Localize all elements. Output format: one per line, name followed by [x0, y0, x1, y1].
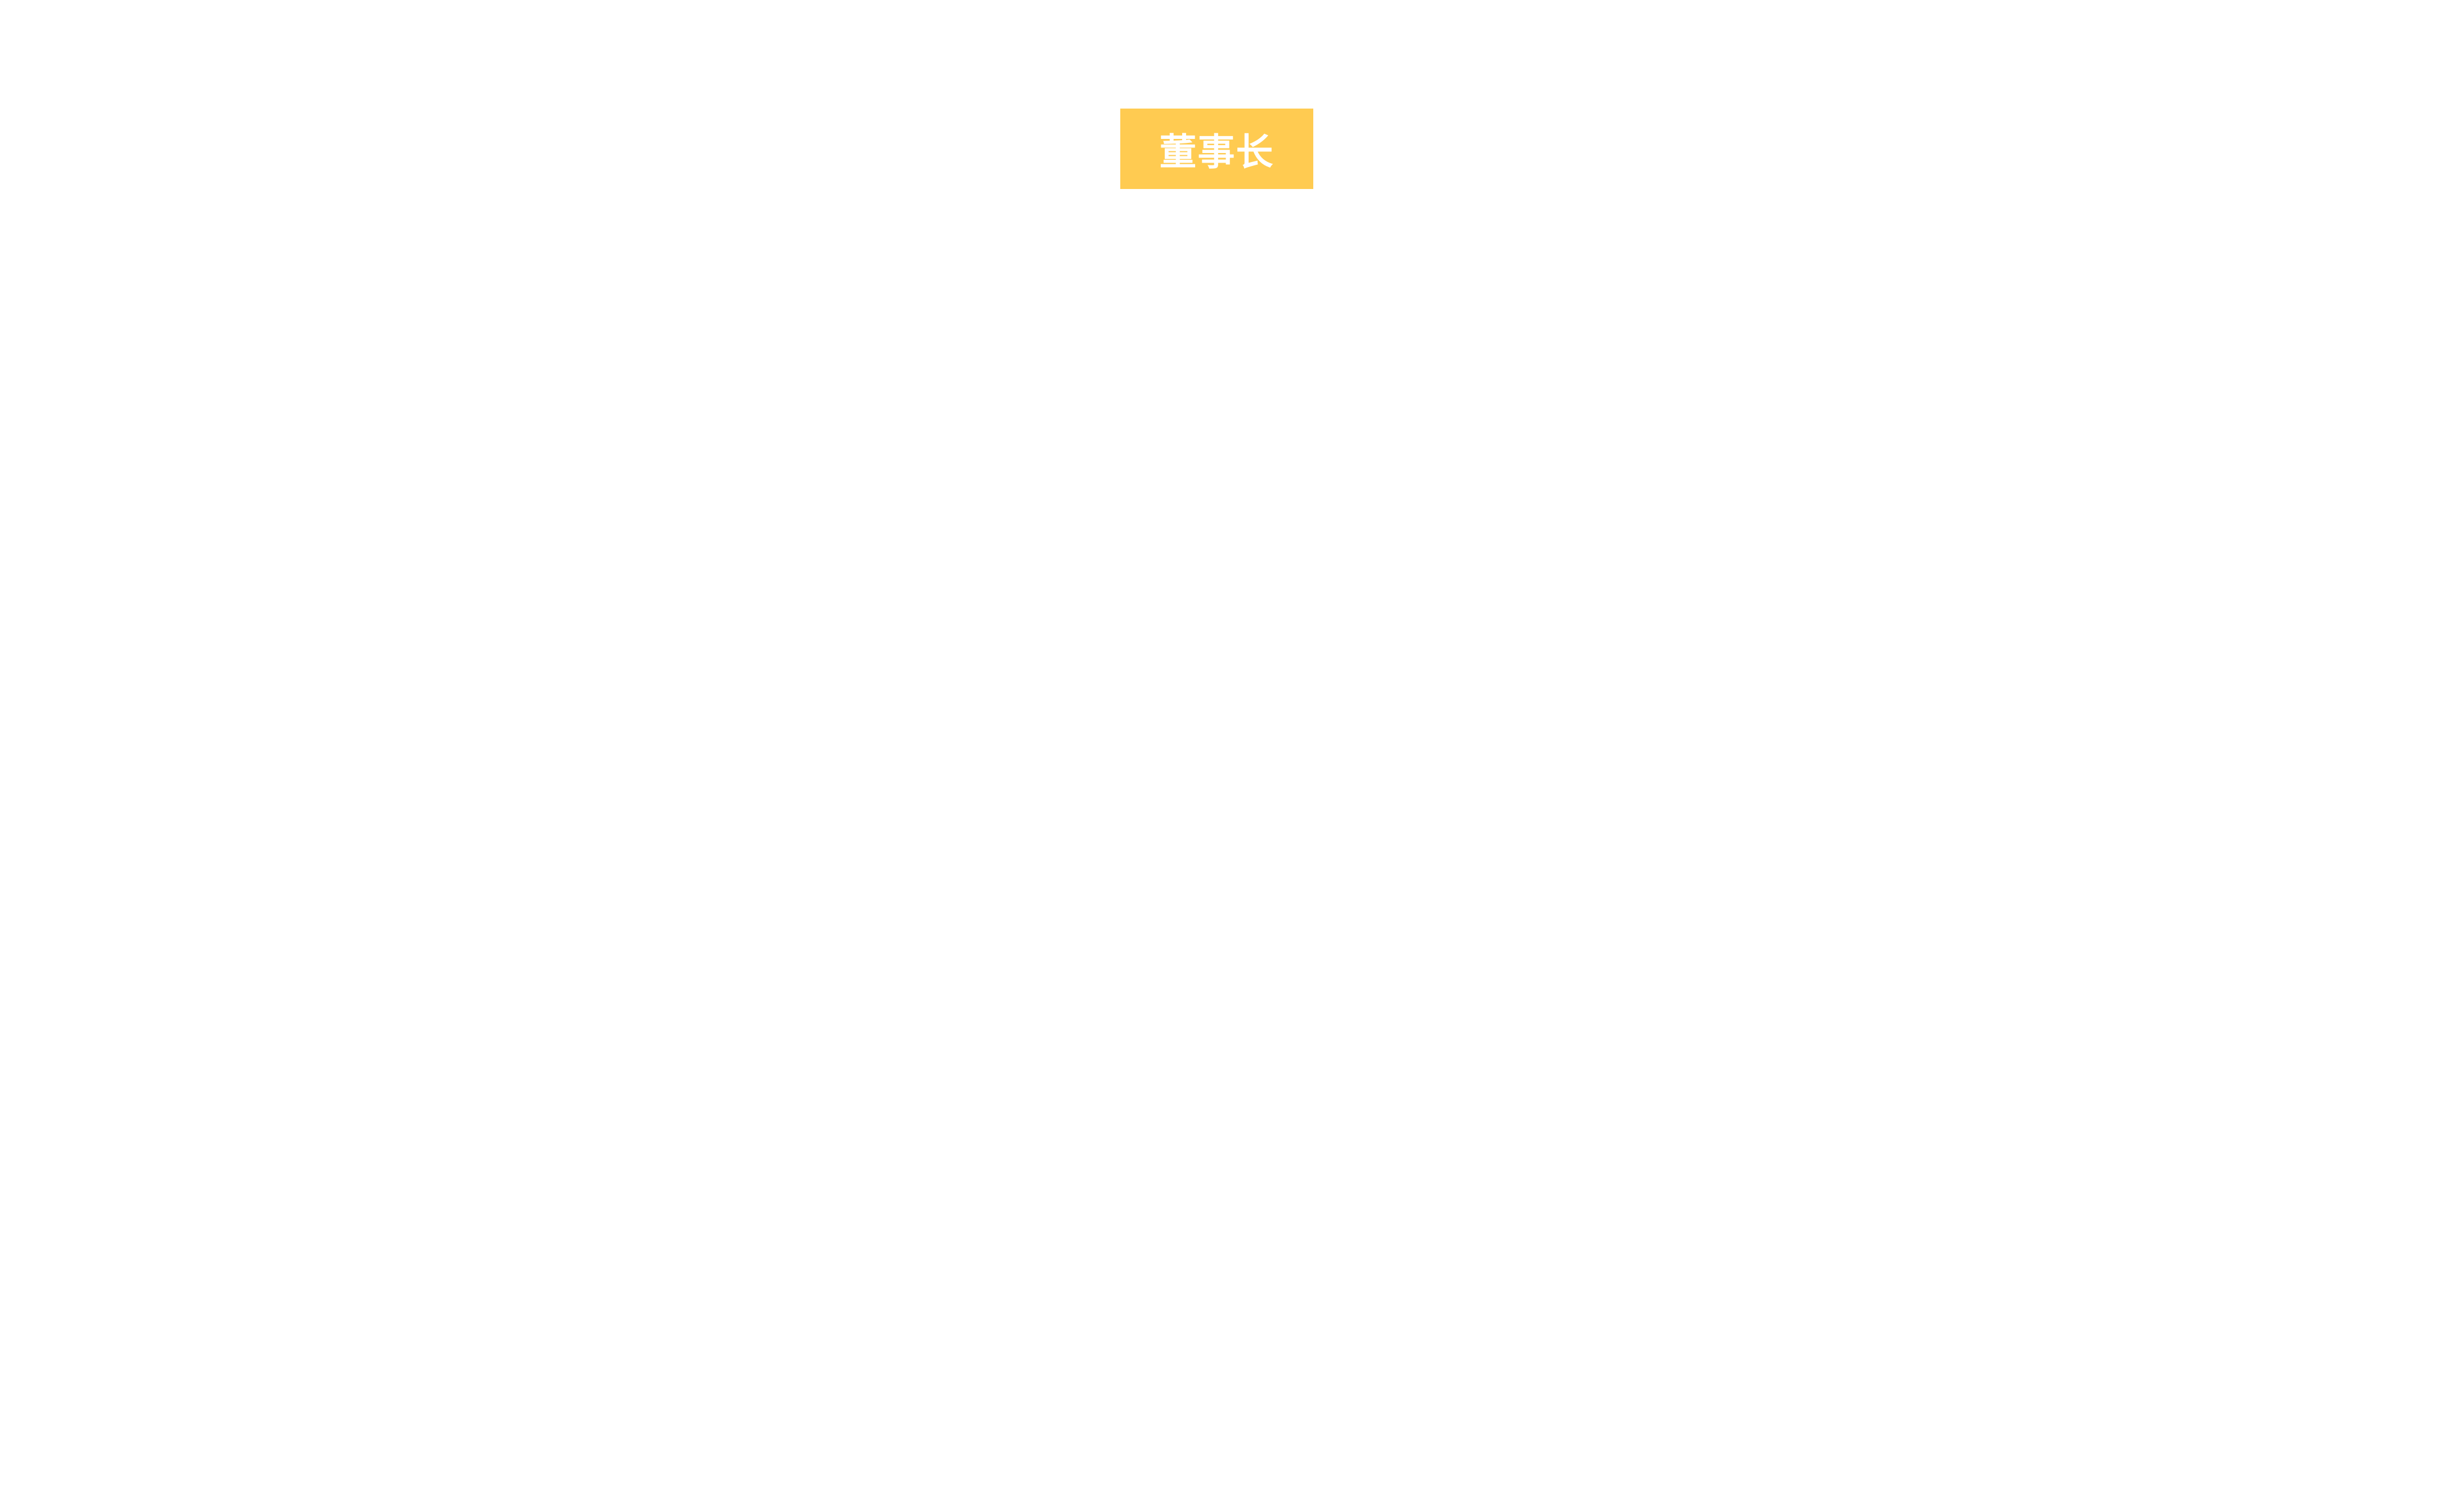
org-node-chairman[interactable]: 董事长	[1120, 109, 1313, 189]
org-node-label: 董事长	[1159, 130, 1274, 174]
